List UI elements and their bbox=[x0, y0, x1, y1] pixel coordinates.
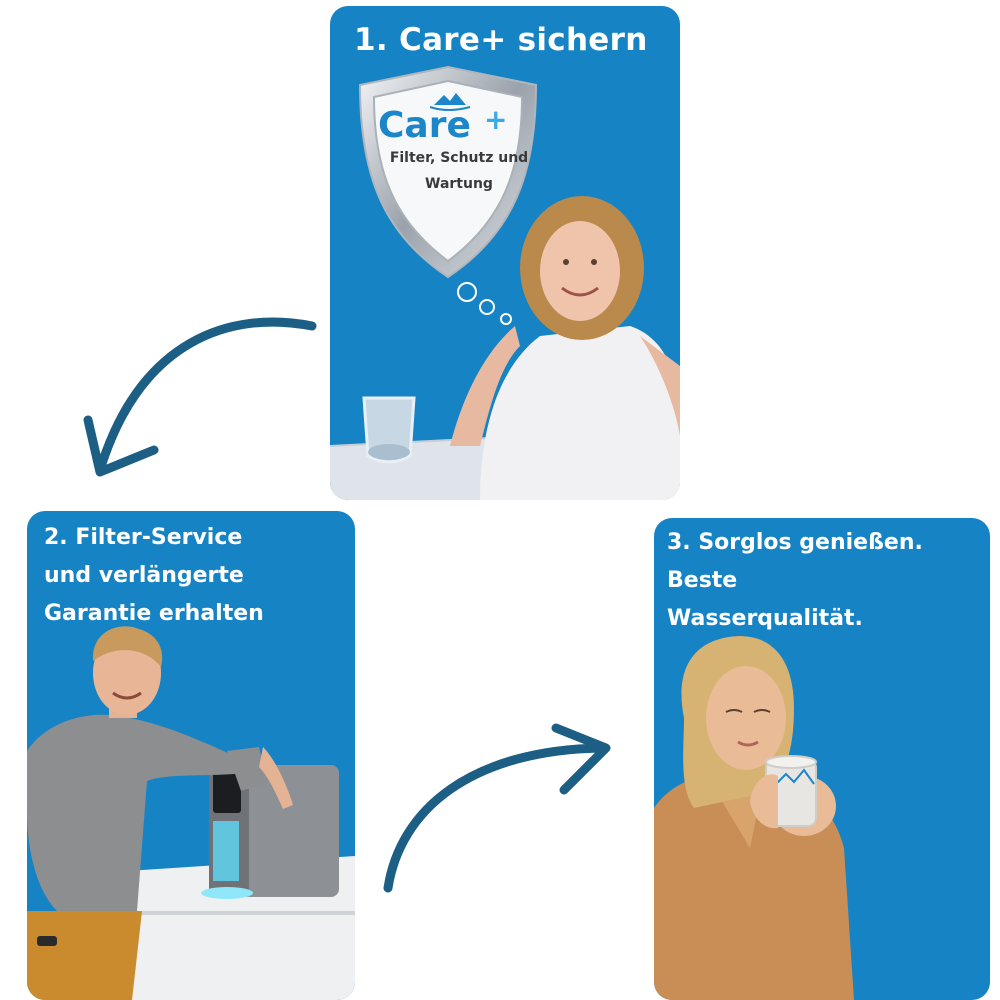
curved-arrow-step1-to-step2-icon bbox=[83, 317, 317, 477]
step-card-3: 3. Sorglos genießen. Beste Wasserqualitä… bbox=[654, 518, 990, 1000]
shield-description: Filter, Schutz und Wartung bbox=[389, 150, 529, 192]
step-3-title-line: 3. Sorglos genießen. bbox=[667, 530, 923, 555]
step-1-title-line: 1. Care+ sichern bbox=[354, 22, 648, 58]
step-3-title: 3. Sorglos genießen. Beste Wasserqualitä… bbox=[667, 524, 987, 638]
shield-brand-text: Care bbox=[378, 105, 471, 146]
woman-enjoying-drink-photo bbox=[654, 636, 854, 1000]
shield-icon bbox=[358, 65, 538, 279]
step-2-title-line: 2. Filter-Service bbox=[44, 525, 243, 550]
woman-thinking-photo bbox=[330, 196, 680, 500]
step-card-1: 1. Care+ sichern Care + Filter, Schutz u… bbox=[330, 6, 680, 500]
care-plus-shield: Care + Filter, Schutz und Wartung bbox=[354, 63, 542, 283]
step-card-2: 2. Filter-Service und verlängerte Garant… bbox=[27, 511, 355, 1000]
curved-arrow-step2-to-step3-icon bbox=[383, 723, 611, 893]
shield-plus-text: + bbox=[484, 103, 508, 136]
step-1-title: 1. Care+ sichern bbox=[354, 22, 648, 58]
step-2-title-line: Garantie erhalten bbox=[44, 601, 264, 626]
step-3-title-line: Beste bbox=[667, 568, 738, 593]
step-3-title-line: Wasserqualität. bbox=[667, 606, 863, 631]
step-2-title-line: und verlängerte bbox=[44, 563, 244, 588]
step-2-title: 2. Filter-Service und verlängerte Garant… bbox=[44, 519, 344, 633]
man-with-water-dispenser-photo bbox=[27, 626, 355, 1000]
